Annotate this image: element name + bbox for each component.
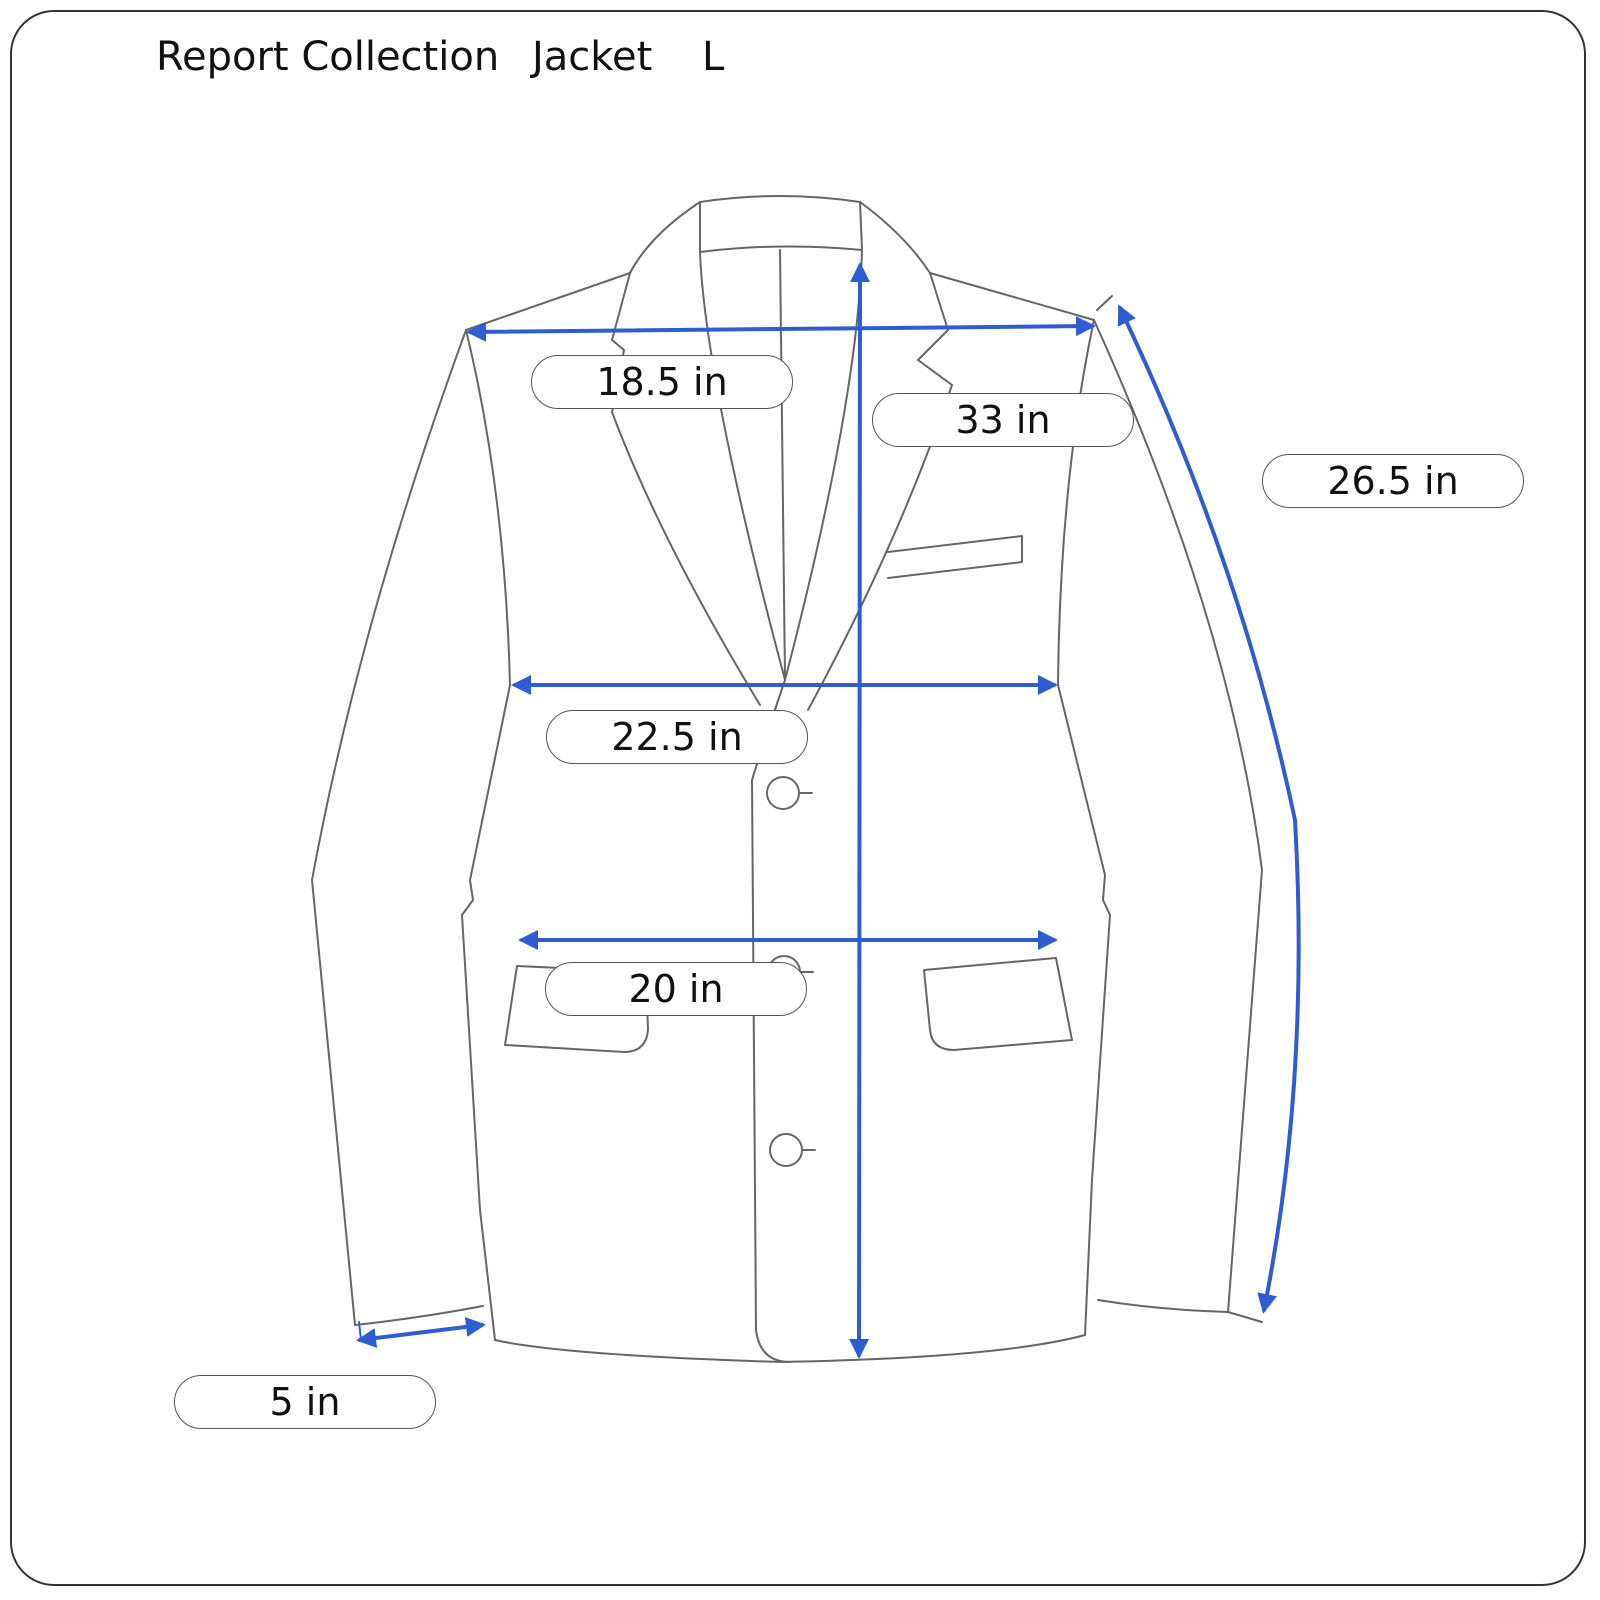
left-shoulder bbox=[465, 272, 631, 331]
breast-pocket bbox=[887, 535, 1023, 579]
right-armhole bbox=[1057, 319, 1111, 1336]
right-pocket bbox=[923, 957, 1073, 1051]
brand-label: Report Collection bbox=[156, 34, 500, 80]
measurement-lines bbox=[356, 262, 1301, 1359]
diagram-frame bbox=[10, 10, 1586, 1586]
button-top bbox=[766, 776, 800, 810]
left-pocket bbox=[504, 965, 649, 1053]
right-lapel bbox=[807, 201, 953, 711]
left-armhole bbox=[461, 329, 511, 1341]
chest-measurement: 22.5 in bbox=[546, 710, 808, 764]
size-label: L bbox=[702, 34, 725, 80]
right-shoulder bbox=[929, 272, 1095, 321]
sleeve-line bbox=[1117, 304, 1301, 1314]
length-measurement: 33 in bbox=[872, 393, 1134, 447]
hem bbox=[494, 1334, 1086, 1363]
cuff-line bbox=[356, 1317, 486, 1348]
item-label: Jacket bbox=[532, 34, 653, 80]
right-sleeve bbox=[1093, 319, 1263, 1313]
waist-measurement: 20 in bbox=[545, 962, 807, 1016]
sleeve-measurement: 26.5 in bbox=[1262, 454, 1524, 508]
button-bottom bbox=[769, 1133, 803, 1167]
length-line bbox=[849, 262, 870, 1359]
left-sleeve bbox=[311, 329, 467, 1326]
collar bbox=[699, 195, 863, 253]
cuff-measurement: 5 in bbox=[174, 1375, 436, 1429]
shoulder-line bbox=[466, 316, 1096, 342]
left-lapel bbox=[611, 201, 761, 706]
shoulder-measurement: 18.5 in bbox=[531, 355, 793, 409]
